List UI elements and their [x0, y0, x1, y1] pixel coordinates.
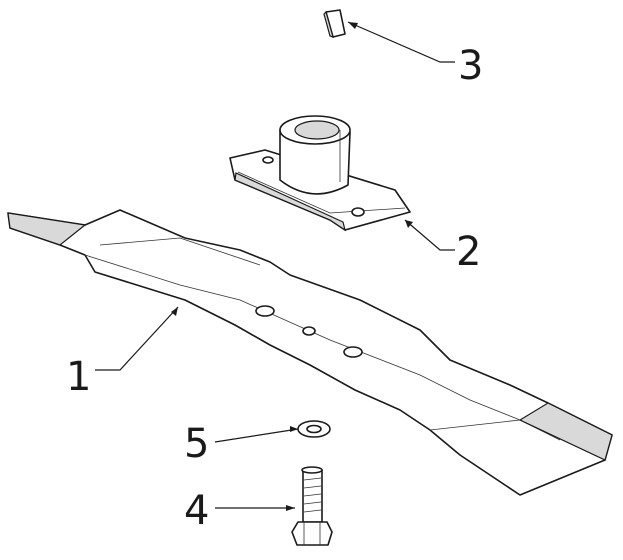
part-washer	[297, 420, 331, 438]
callout-5: 5	[184, 421, 209, 467]
leader-1	[95, 306, 179, 371]
callout-1: 1	[66, 354, 91, 400]
part-blade	[7, 209, 613, 496]
part-bolt	[291, 466, 333, 546]
callout-2: 2	[456, 229, 481, 275]
part-key	[323, 9, 346, 38]
leader-2	[404, 219, 455, 251]
leader-3	[347, 21, 455, 63]
leader-5	[214, 428, 299, 443]
callout-4: 4	[184, 488, 209, 534]
callout-3: 3	[458, 43, 483, 89]
part-blade-adaptor	[229, 115, 411, 232]
